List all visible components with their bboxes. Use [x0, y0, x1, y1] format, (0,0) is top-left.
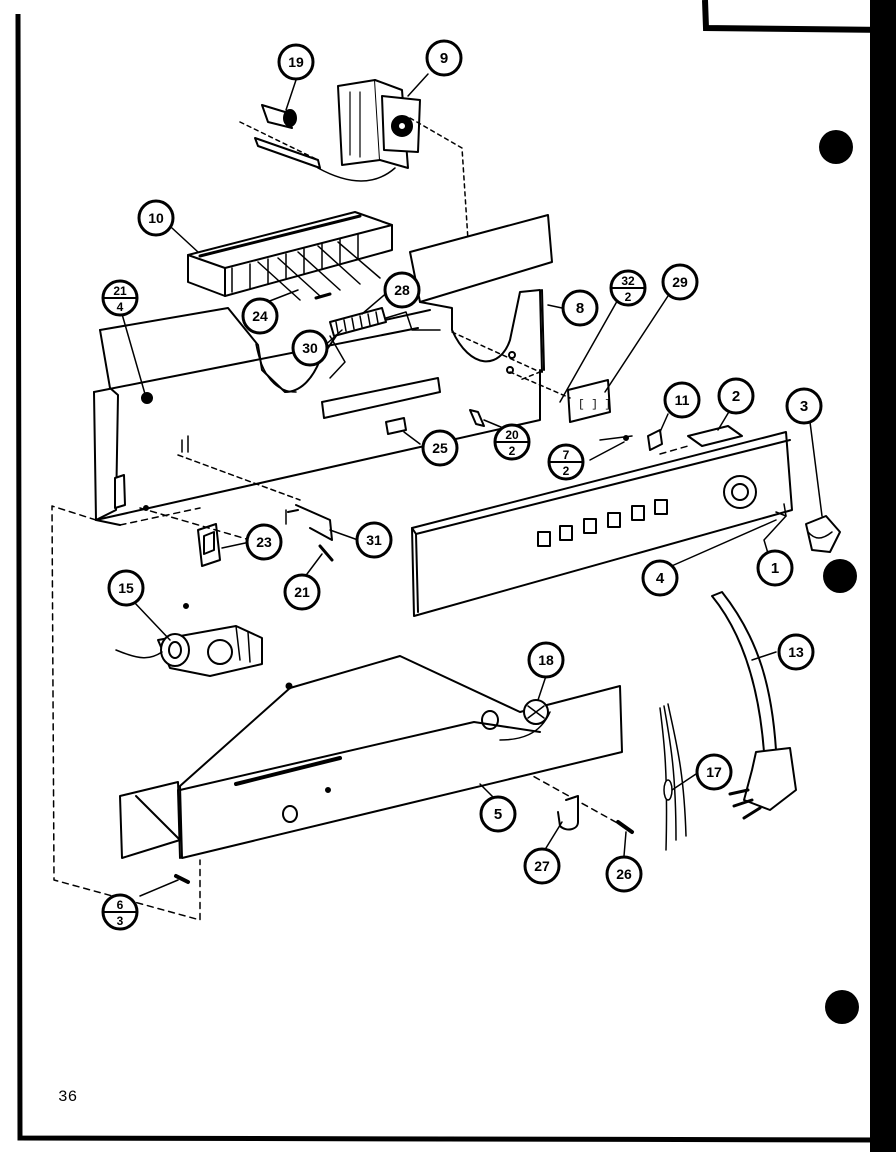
- callout-label: 1: [771, 560, 779, 577]
- part-27-26: [557, 795, 634, 834]
- split-callout-6-3: 63: [101, 893, 139, 931]
- callout-label: 29: [672, 274, 688, 290]
- split-callout-20-2: 202: [493, 423, 531, 461]
- split-callout-bottom: 3: [117, 914, 124, 928]
- callout-9: 9: [425, 39, 463, 77]
- split-callout-top: 21: [113, 284, 127, 298]
- part-13-power-cord: [711, 591, 797, 820]
- callout-8: 8: [561, 289, 599, 327]
- callout-label: 28: [394, 282, 410, 298]
- callout-3: 3: [785, 387, 823, 425]
- callout-10: 10: [137, 199, 175, 237]
- binder-holes: [819, 130, 859, 1024]
- callout-13: 13: [777, 633, 815, 671]
- split-callout-top: 32: [621, 274, 635, 288]
- callout-label: 30: [302, 340, 318, 356]
- callout-2: 2: [717, 377, 755, 415]
- callout-29: 29: [661, 263, 699, 301]
- part-3-knob: [805, 515, 841, 553]
- page-frame: [15, 0, 896, 1152]
- callout-label: 27: [534, 858, 550, 874]
- callout-17: 17: [695, 753, 733, 791]
- split-callout-bottom: 2: [625, 290, 632, 304]
- callout-19: 19: [277, 43, 315, 81]
- callout-label: 24: [252, 308, 268, 324]
- part-18-connector: [523, 699, 549, 725]
- callout-label: 13: [788, 644, 804, 660]
- callout-label: 21: [294, 584, 310, 600]
- split-callout-bottom: 2: [509, 444, 516, 458]
- callout-label: 15: [118, 580, 134, 596]
- part-29-plate: [ ] ]: [509, 371, 611, 423]
- callout-label: 26: [616, 866, 632, 882]
- split-callout-top: 6: [117, 898, 124, 912]
- callout-label: 17: [706, 764, 722, 780]
- callout-label: 9: [440, 50, 448, 67]
- svg-text:[ ] ]: [ ] ]: [578, 399, 611, 411]
- part-8-bracket: [409, 214, 553, 381]
- part-6-screw: [174, 874, 190, 884]
- small-fasteners: [141, 292, 485, 609]
- callout-28: 28: [383, 271, 421, 309]
- callout-21: 21: [283, 573, 321, 611]
- part-11-2-switch: [599, 425, 743, 451]
- callout-31: 31: [355, 521, 393, 559]
- callout-label: 19: [288, 54, 304, 70]
- part-23-31-21: [197, 504, 334, 567]
- callout-label: 10: [148, 210, 164, 226]
- part-10-switch-bank: [187, 211, 393, 301]
- callout-label: 11: [675, 392, 690, 408]
- page-number: 36: [58, 1088, 78, 1106]
- split-callout-21-4: 214: [101, 279, 139, 317]
- callout-23: 23: [245, 523, 283, 561]
- callout-label: 18: [538, 652, 554, 668]
- callout-26: 26: [605, 855, 643, 893]
- callout-11: 11: [663, 381, 701, 419]
- part-9-timer: [337, 79, 469, 241]
- callout-25: 25: [421, 429, 459, 467]
- callout-4: 4: [641, 559, 679, 597]
- split-callout-top: 20: [505, 428, 519, 442]
- callout-30: 30: [291, 329, 329, 367]
- callout-label: 8: [576, 300, 584, 317]
- split-callout-top: 7: [563, 448, 570, 462]
- part-15-dryer: [115, 625, 263, 677]
- callout-label: 4: [656, 570, 665, 587]
- callout-15: 15: [107, 569, 145, 607]
- callout-24: 24: [241, 297, 279, 335]
- callout-label: 31: [366, 532, 382, 548]
- callout-27: 27: [523, 847, 561, 885]
- callout-5: 5: [479, 795, 517, 833]
- callout-18: 18: [527, 641, 565, 679]
- part-1-front-panel: [411, 431, 793, 617]
- split-callout-bottom: 4: [117, 300, 124, 314]
- callout-label: 5: [494, 806, 502, 823]
- callout-label: 23: [256, 534, 272, 550]
- part-5-base-tray: [119, 655, 623, 859]
- callout-label: 2: [732, 388, 740, 405]
- split-callout-32-2: 322: [609, 269, 647, 307]
- callout-label: 25: [432, 440, 448, 456]
- callout-1: 1: [756, 549, 794, 587]
- callout-label: 3: [800, 398, 808, 415]
- split-callout-bottom: 2: [563, 464, 570, 478]
- split-callout-7-2: 72: [547, 443, 585, 481]
- part-19-connector: [239, 104, 396, 182]
